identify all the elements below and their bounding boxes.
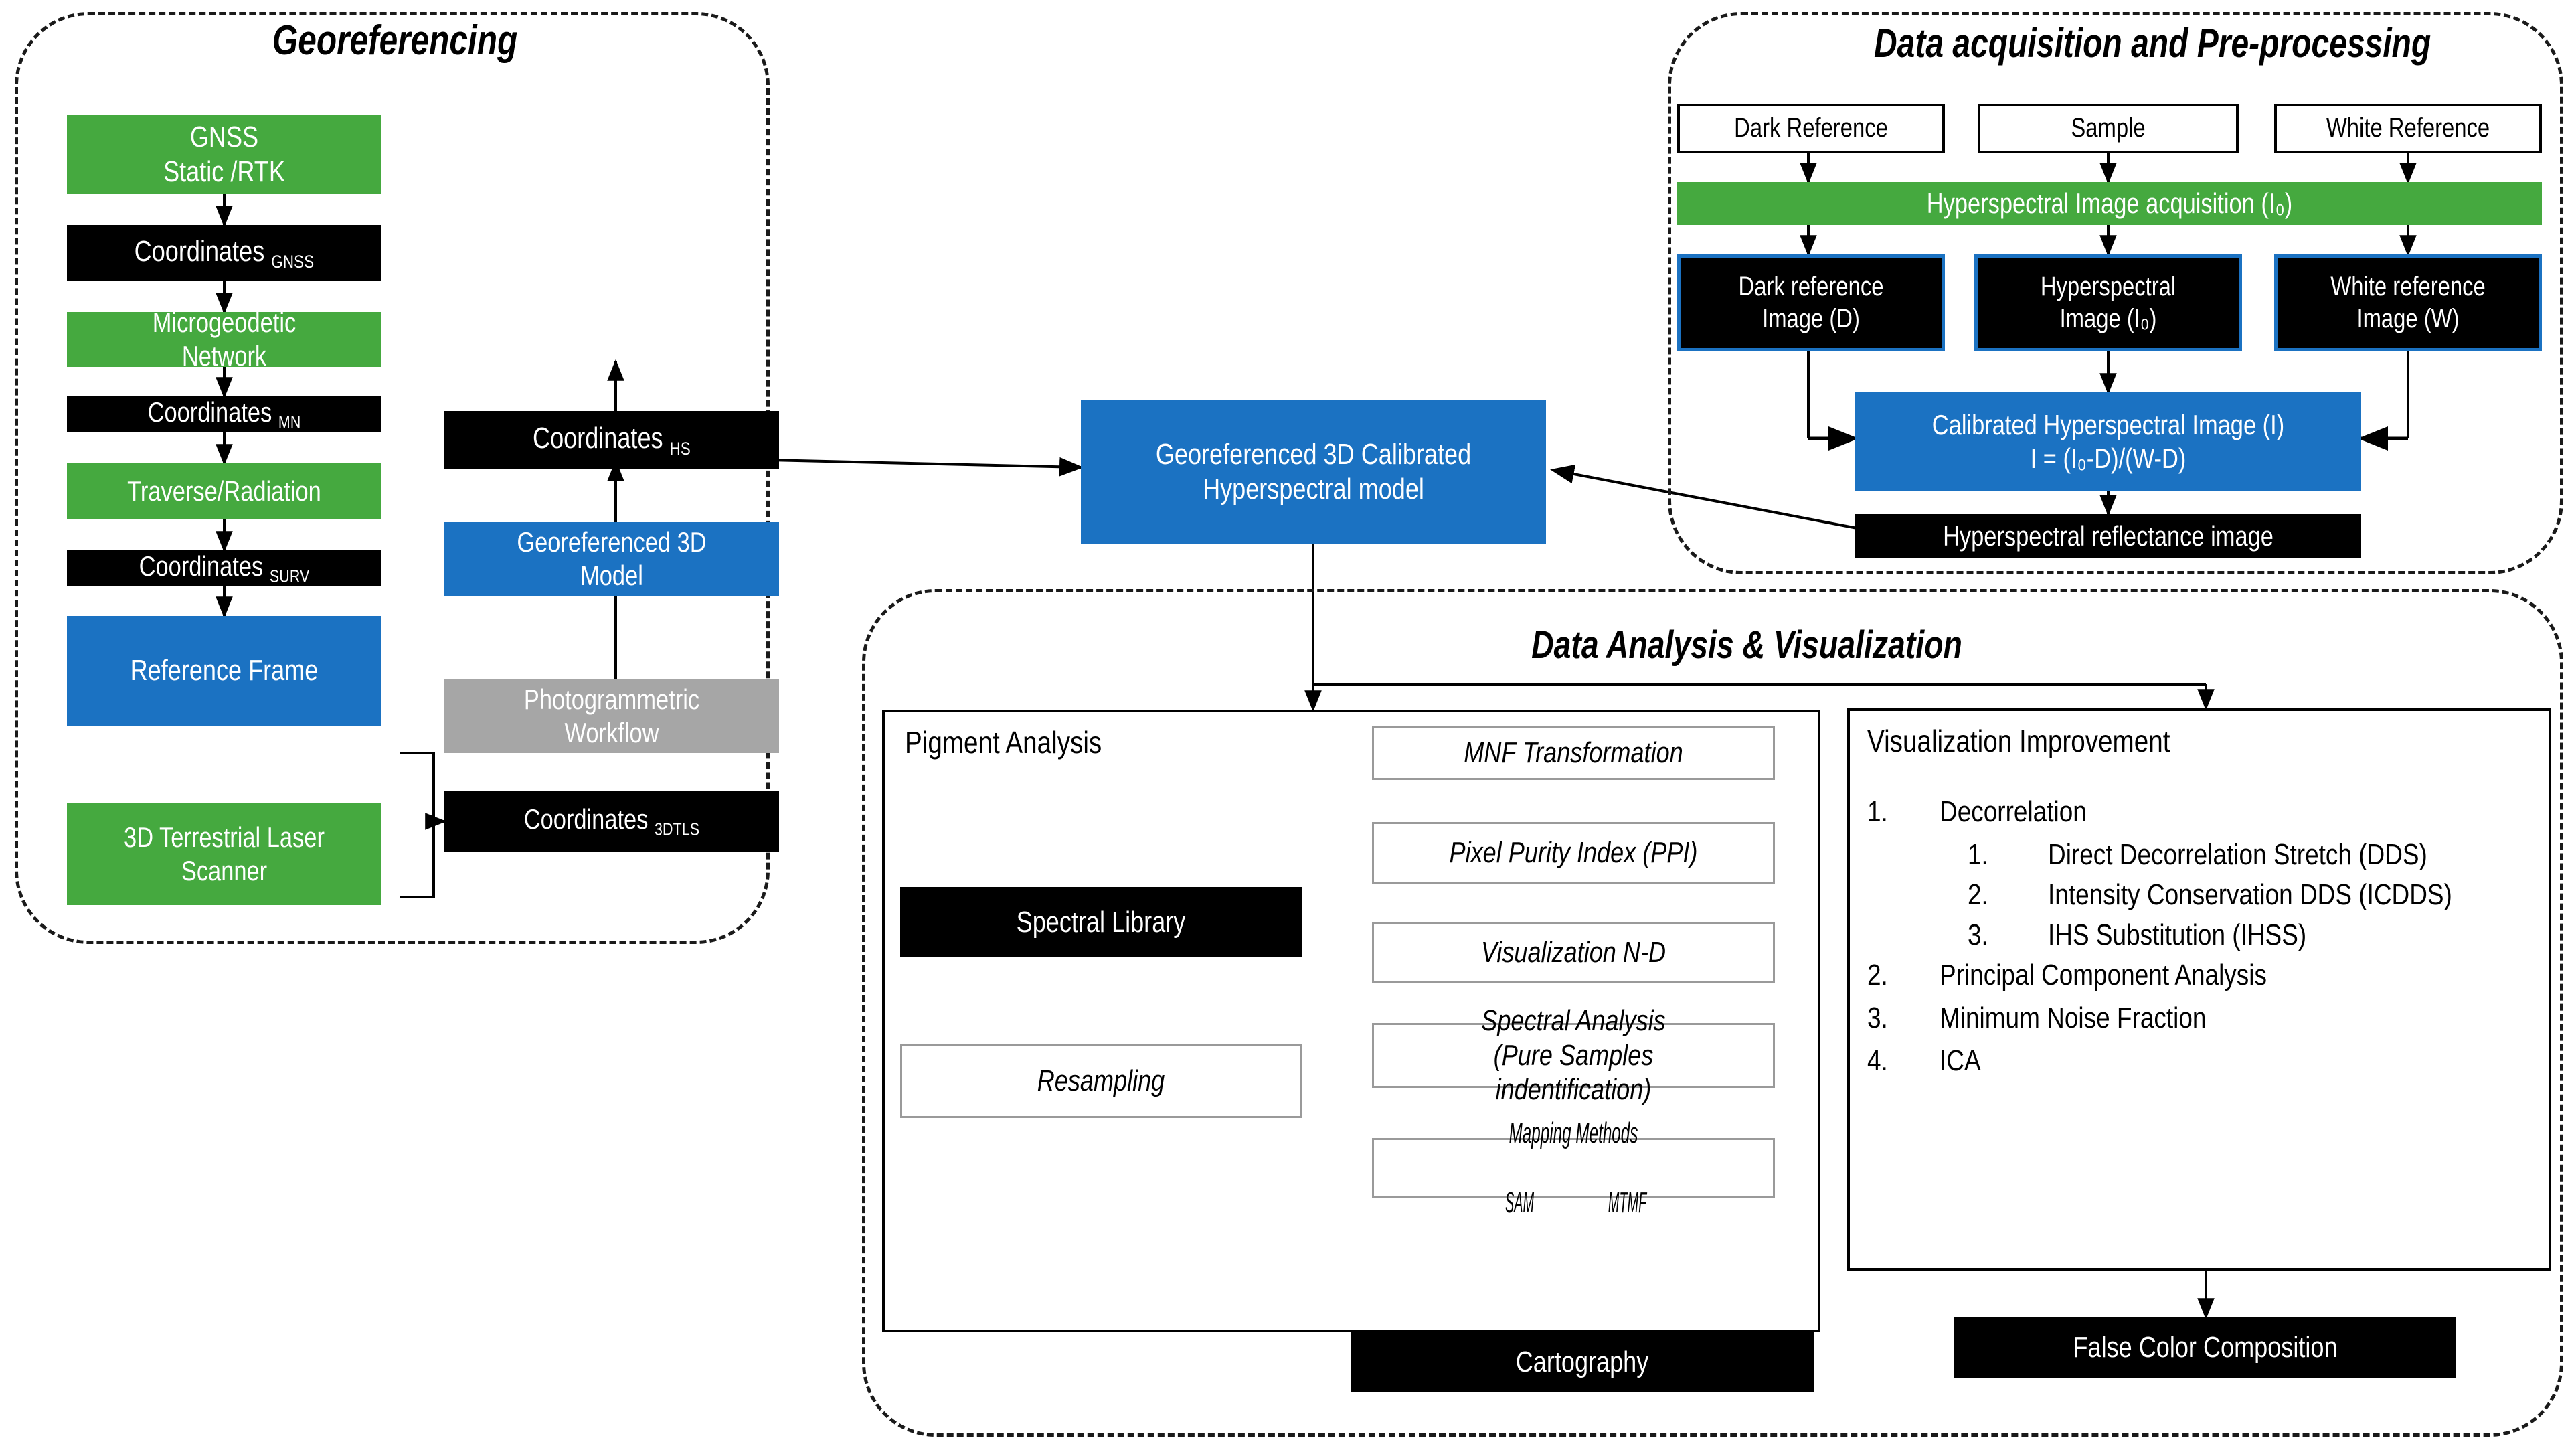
node-pixel-purity-index: Pixel Purity Index (PPI) [1372,822,1775,884]
node-white-reference-image: White reference Image (W) [2274,254,2542,351]
mapping-methods-title: Mapping Methods [1509,1117,1638,1150]
mapping-method-sam: SAM [1505,1186,1535,1219]
node-3d-terrestrial-laser-scanner: 3D Terrestrial Laser Scanner [67,803,381,905]
visualization-list-item: 1. Direct Decorrelation Stretch (DDS) [1968,838,2537,872]
node-coordinates-gnss: Coordinates GNSS [67,225,381,281]
visualization-list-item: 2. Principal Component Analysis [1867,959,2537,992]
node-gnss: GNSS Static /RTK [67,115,381,194]
list-item-text: IHS Substitution (IHSS) [2048,918,2307,951]
node-georeferenced-3d-calibrated-hyperspectral-model: Georeferenced 3D Calibrated Hyperspectra… [1081,400,1546,544]
panel-label-visualization-improvement: Visualization Improvement [1867,724,2170,758]
node-coordinates-surv: Coordinates SURV [67,550,381,586]
list-item-text: ICA [1940,1044,1981,1077]
visualization-list-item: 3. Minimum Noise Fraction [1867,1001,2537,1035]
list-item-text: Intensity Conservation DDS (ICDDS) [2048,878,2452,911]
group-title-data-acquisition: Data acquisition and Pre-processing [1874,21,2431,66]
node-dark-reference-image: Dark reference Image (D) [1677,254,1945,351]
list-item-text: Decorrelation [1940,795,2087,828]
visualization-list-item: 2. Intensity Conservation DDS (ICDDS) [1968,878,2537,912]
node-sample: Sample [1978,104,2239,153]
list-item-number: 3. [1867,1001,1888,1034]
node-photogrammetric-workflow: Photogrammetric Workflow [444,679,779,753]
panel-label-pigment-analysis: Pigment Analysis [905,725,1102,760]
panel-pigment-analysis [882,710,1820,1332]
group-georeferencing [15,12,770,944]
node-mapping-methods: Mapping Methods SAM MTMF [1372,1117,1775,1219]
node-calibrated-hyperspectral-image: Calibrated Hyperspectral Image (I) I = (… [1855,392,2361,491]
node-white-reference: White Reference [2274,104,2542,153]
visualization-list-item: 4. ICA [1867,1044,2537,1078]
list-item-text: Minimum Noise Fraction [1940,1001,2207,1034]
node-coordinates-3dtls: Coordinates 3DTLS [444,791,779,852]
node-dark-reference: Dark Reference [1677,104,1945,153]
node-microgeodetic-network: Microgeodetic Network [67,307,381,372]
list-item-text: Direct Decorrelation Stretch (DDS) [2048,838,2427,871]
list-item-number: 2. [1867,959,1888,991]
visualization-list-item: 3. IHS Substitution (IHSS) [1968,918,2537,952]
group-data-analysis [862,589,2563,1437]
node-hyperspectral-image: Hyperspectral Image (I₀) [1974,254,2242,351]
node-coordinates-mn: Coordinates MN [67,396,381,432]
group-title-georeferencing: Georeferencing [272,17,518,64]
panel-visualization-improvement [1847,708,2551,1271]
list-item-number: 4. [1867,1044,1888,1077]
node-visualization-nd: Visualization N-D [1372,922,1775,983]
visualization-list-item: 1. Decorrelation [1867,795,2537,829]
list-item-text: Principal Component Analysis [1940,959,2267,991]
group-title-data-analysis: Data Analysis & Visualization [1531,623,1962,667]
node-resampling: Resampling [900,1044,1302,1118]
node-reference-frame: Reference Frame [67,616,381,726]
node-spectral-analysis: Spectral Analysis (Pure Samples indentif… [1372,1004,1775,1106]
list-item-number: 1. [1867,795,1888,828]
node-traverse-radiation: Traverse/Radiation [67,463,381,519]
node-false-color-composition: False Color Composition [1954,1317,2456,1378]
node-cartography: Cartography [1351,1332,1814,1392]
list-item-number: 3. [1968,918,1988,951]
list-item-number: 2. [1968,878,1988,911]
visualization-improvement-list: 1. Decorrelation 1. Direct Decorrelation St… [1867,795,2537,1087]
mapping-method-mtmf: MTMF [1608,1186,1647,1219]
list-item-number: 1. [1968,838,1988,871]
group-data-acquisition [1668,12,2563,574]
node-hyperspectral-reflectance-image: Hyperspectral reflectance image [1855,514,2361,558]
node-georeferenced-3d-model: Georeferenced 3D Model [444,522,779,596]
node-mnf-transformation: MNF Transformation [1372,726,1775,780]
node-coordinates-hs: Coordinates HS [444,411,779,469]
node-spectral-library: Spectral Library [900,887,1302,957]
node-hyperspectral-image-acquisition: Hyperspectral Image acquisition (I₀) [1677,182,2542,225]
